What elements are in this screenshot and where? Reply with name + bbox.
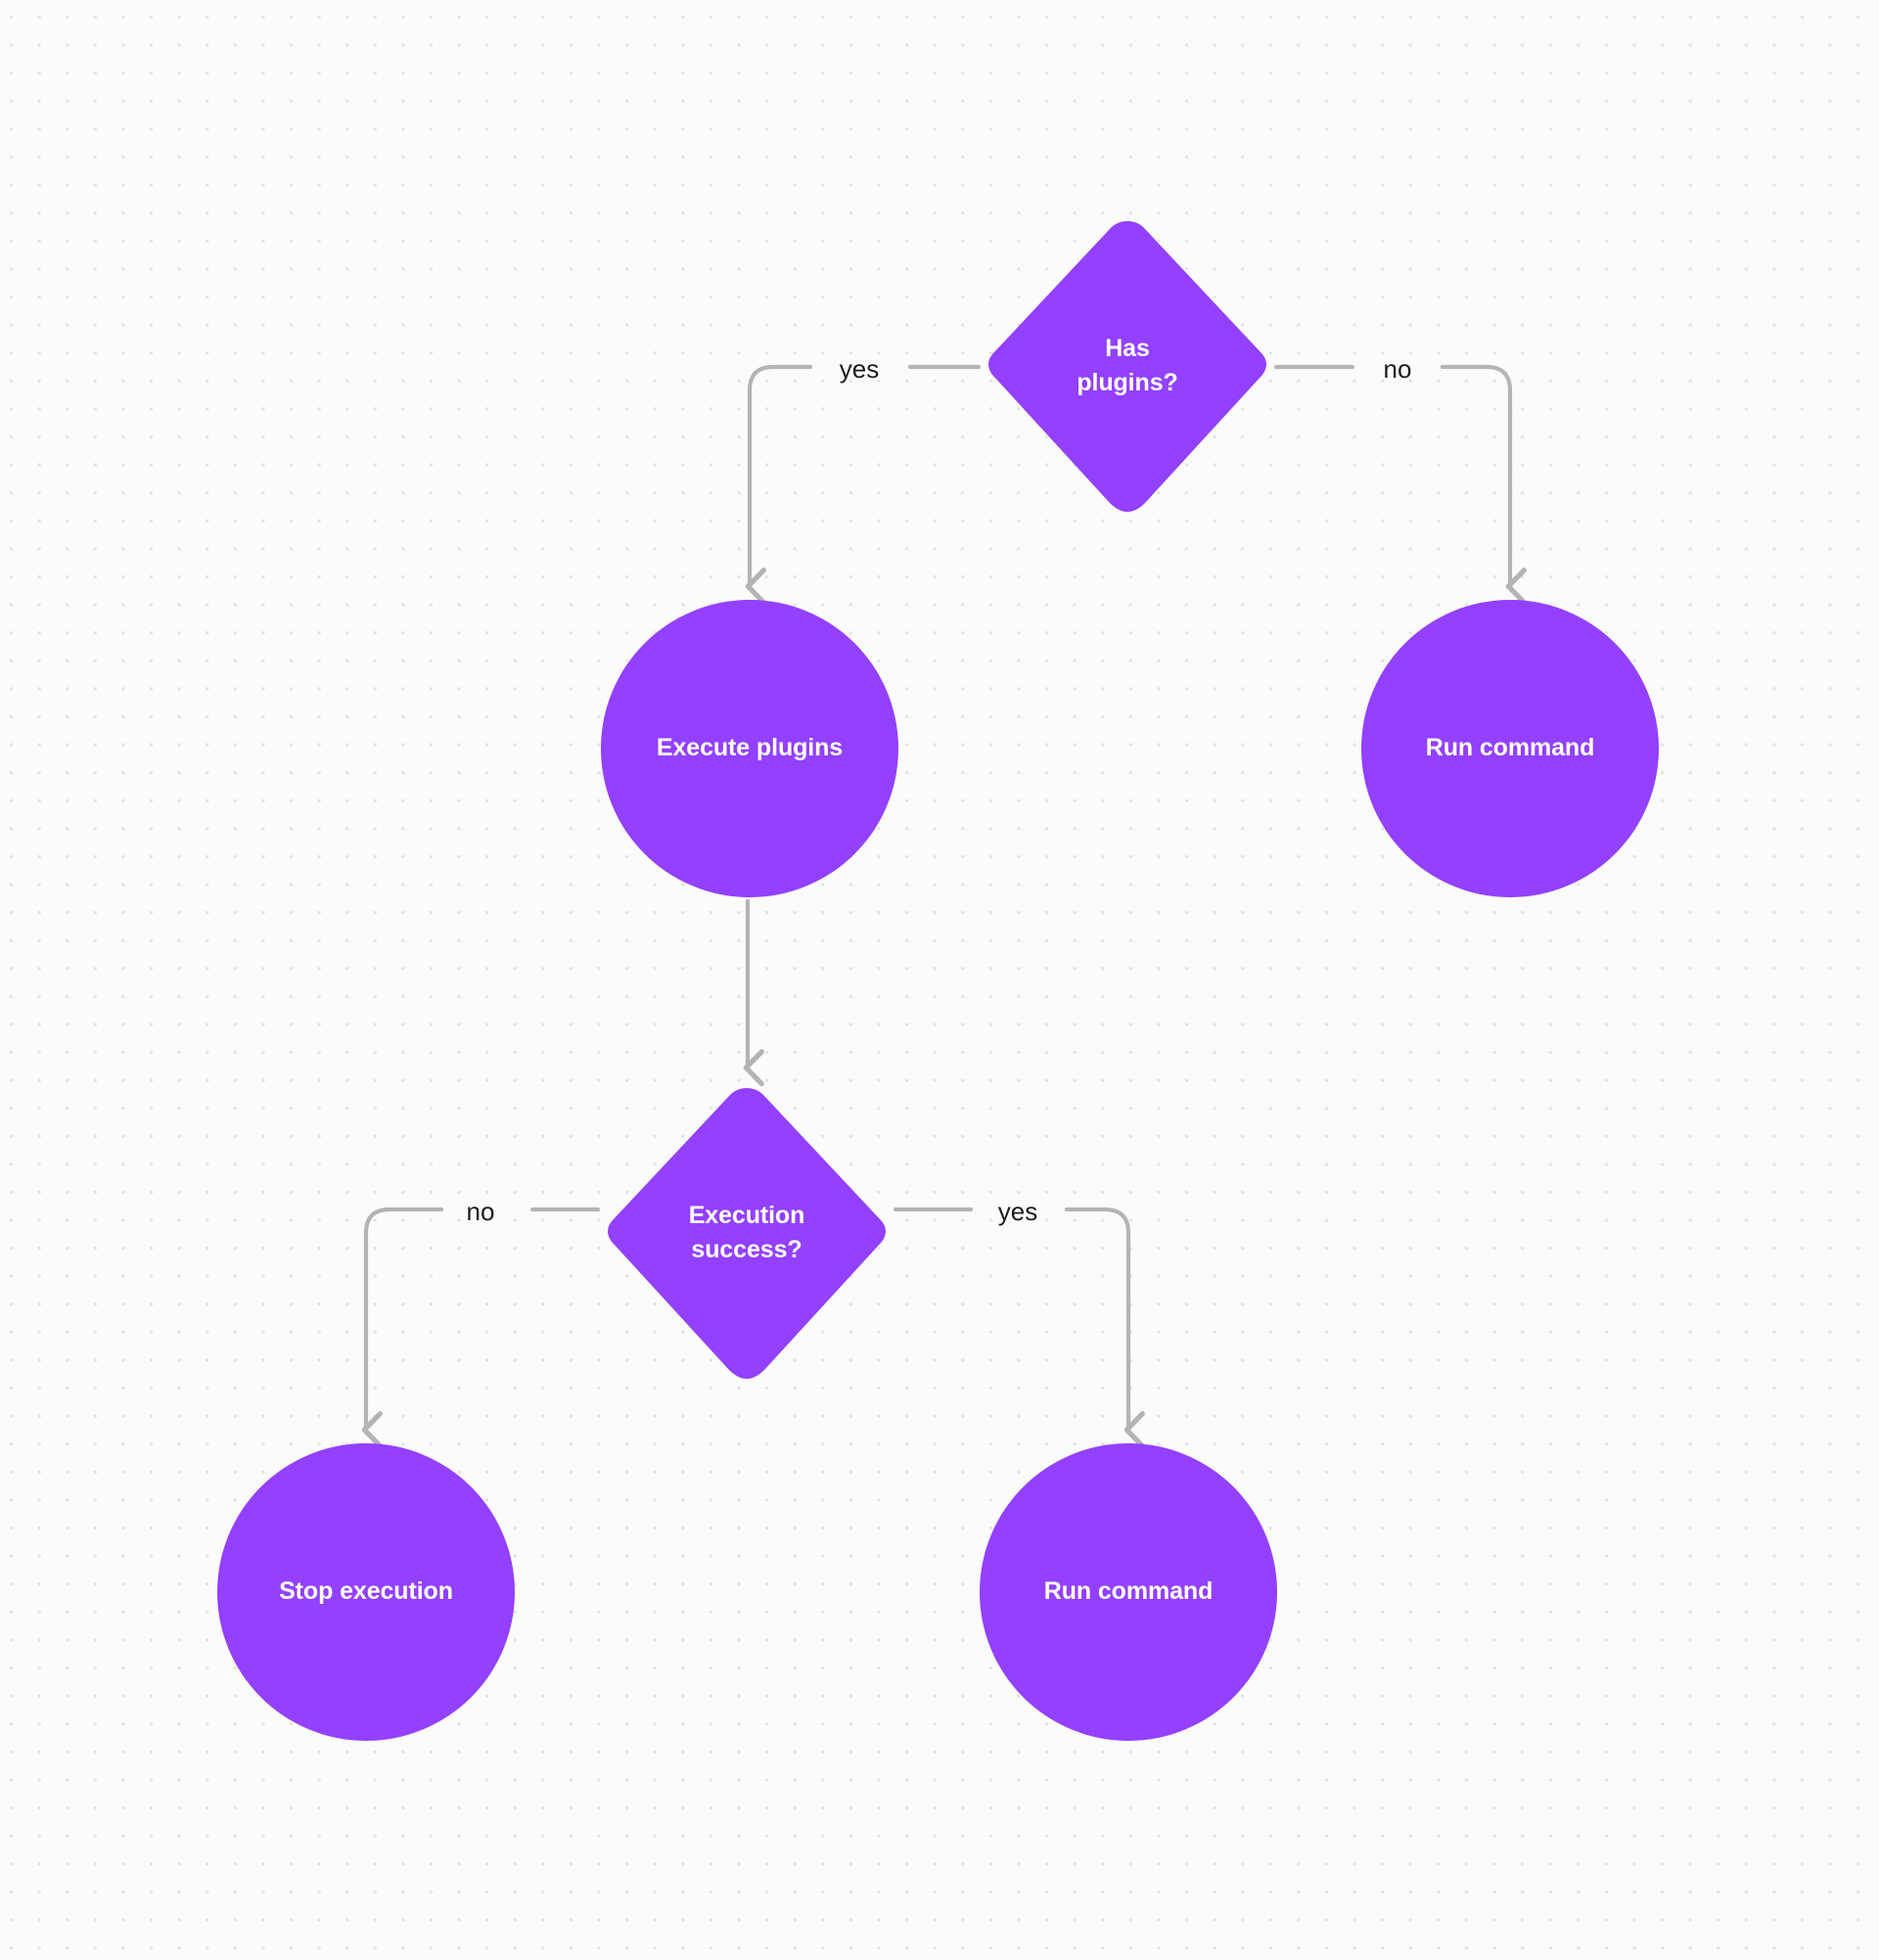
node-run-command-bottom[interactable]: Run command [980, 1443, 1277, 1741]
edge-success-yes [893, 1207, 1128, 1431]
edge-label-has-plugins-yes: yes [839, 354, 880, 384]
node-has-plugins[interactable]: Has plugins? [981, 217, 1274, 515]
edge-success-no [366, 1207, 601, 1431]
node-label-wrap: Has plugins? [981, 217, 1274, 515]
node-label: Execute plugins [656, 734, 844, 762]
edge-has-plugins-yes [750, 364, 982, 587]
node-label-wrap: Execution success? [600, 1084, 894, 1382]
edge-label-success-no: no [466, 1197, 495, 1226]
node-label: Stop execution [279, 1577, 453, 1606]
node-execution-success[interactable]: Execution success? [600, 1084, 894, 1382]
edge-label-has-plugins-no: no [1383, 354, 1412, 384]
node-execute-plugins[interactable]: Execute plugins [601, 600, 898, 897]
node-label: Execution success? [688, 1201, 805, 1264]
edge-has-plugins-no [1273, 364, 1510, 587]
node-label: Has plugins? [1077, 334, 1178, 397]
node-run-command-right[interactable]: Run command [1361, 600, 1659, 897]
node-stop-execution[interactable]: Stop execution [217, 1443, 515, 1741]
edge-label-success-yes: yes [997, 1197, 1038, 1226]
node-label: Run command [1043, 1577, 1214, 1606]
diamond-shape [988, 221, 1266, 512]
node-label: Run command [1425, 734, 1595, 762]
diamond-shape [608, 1088, 886, 1379]
